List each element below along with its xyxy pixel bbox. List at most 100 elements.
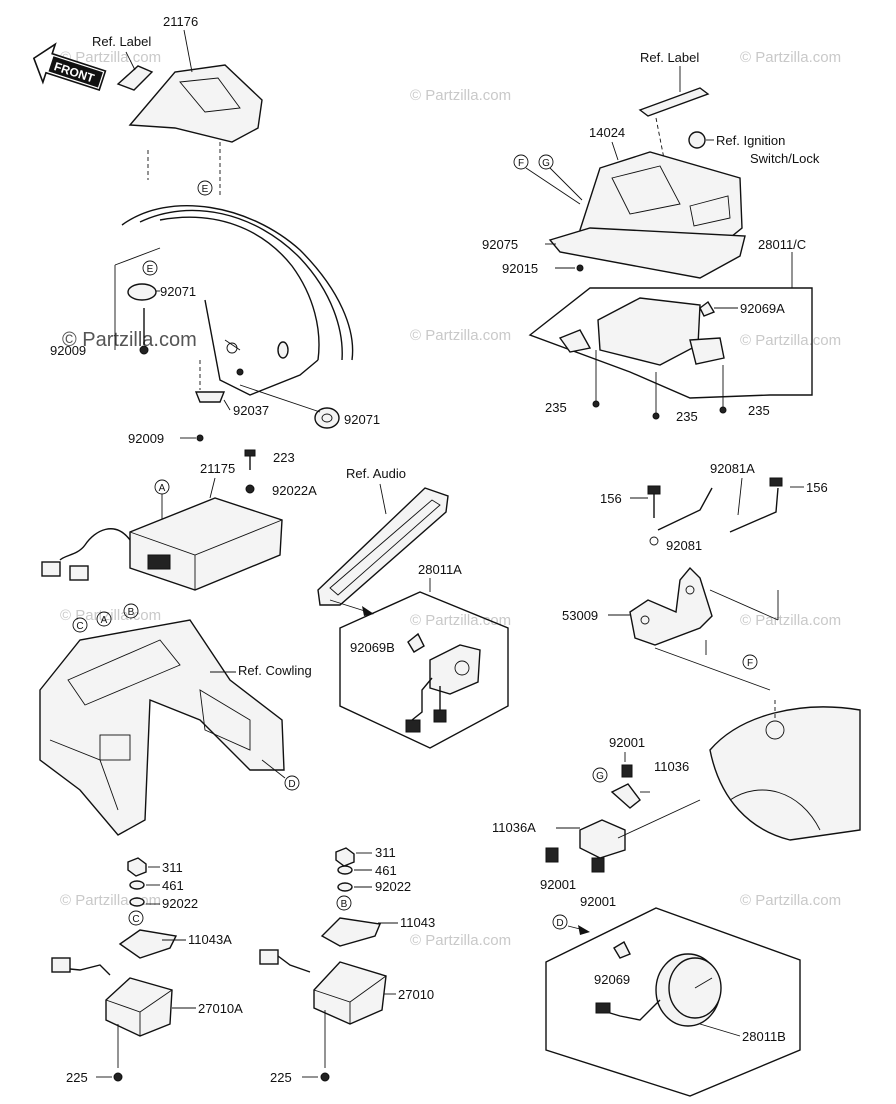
part-28011c: 28011/C [758,237,806,252]
watermark-text: © Partzilla.com [60,892,161,909]
gauge-frame [545,907,801,1097]
screw-head [652,412,660,420]
top-cover-part [128,64,263,143]
guide-line [654,647,771,691]
bracket-11036a [579,819,626,859]
connector-part [595,1002,611,1014]
washer-part [337,865,353,875]
leader-line [209,477,216,499]
relay-a-group: 311 461 92022 C 11043A 27010A 225 [51,857,243,1085]
screw-head [719,406,727,414]
callout-g-label: G [596,771,604,782]
watermark-brand: © Partzilla.com [62,329,197,351]
arrow-head-icon [362,606,374,616]
nut-part [576,264,584,272]
part-92022-b: 92022 [162,896,198,911]
bulb-part [699,300,716,317]
part-92001-a: 92001 [609,735,645,750]
part-92071: 92071 [160,284,196,299]
screw-head [139,345,149,355]
part-235-c: 235 [748,403,770,418]
cover-meter-group: Ref. Label Ref. Ignition Switch/Lock 140… [482,50,820,424]
grommet-part [314,407,340,429]
washer-part [337,882,353,892]
leader-line [525,167,581,205]
connector-part [259,949,279,965]
watermark-text: © Partzilla.com [740,612,841,629]
leader-line [114,247,161,266]
audio-group: Ref. Audio 28011A 92069B [317,466,509,749]
leader-line [239,384,321,413]
front-arrow-icon: FRONT [32,42,107,92]
watermark-text: © Partzilla.com [410,612,511,629]
relay-group: 311 461 92022 B 11043 27010 225 [259,845,435,1085]
control-unit-group: 21175 223 92022A A C A B Ref. Co [39,449,317,836]
callout-d-label: D [288,779,295,790]
ref-ignition-line1: Ref. Ignition [716,133,785,148]
part-92075: 92075 [482,237,518,252]
bracket-11043a [118,929,178,959]
meter-body [597,297,701,366]
tank-edge [729,789,821,831]
part-156-b: 156 [806,480,828,495]
callout-b-label: B [341,899,348,910]
fender-group: Ref. Label 21176 E E 92071 92009 [50,14,380,446]
gauge-needle [694,977,713,989]
bulb-part [407,632,425,653]
callout-g [592,767,608,783]
part-28011a: 28011A [418,562,462,577]
connector-part [69,565,89,581]
bracket-part [629,566,713,646]
part-92015: 92015 [502,261,538,276]
connector-part [41,561,61,577]
audio-edge [329,499,441,596]
callout-d [552,914,568,930]
leader-line [125,51,136,71]
watermark-text: © Partzilla.com [740,49,841,66]
watermark-text: © Partzilla.com [740,332,841,349]
meter-bracket [689,337,725,365]
part-21176: 21176 [163,14,198,29]
leader-line [737,477,743,516]
top-cover-recess [179,77,241,113]
bracket-hole [685,585,695,595]
ref-label-part [116,65,154,91]
connector-part [433,709,447,723]
screw-head [244,449,256,457]
harness-wire [59,528,131,561]
part-225-a: 225 [66,1070,88,1085]
guide-line [709,589,779,621]
screw-head [196,434,204,442]
fender-grommet [277,341,289,359]
callout-g [538,154,554,170]
part-27010: 27010 [398,987,434,1002]
callout-e-label: E [147,264,154,275]
grommet-part [127,283,157,301]
ref-audio: Ref. Audio [346,466,406,481]
callout-e [142,260,158,276]
callout-b [123,603,139,619]
audio-unit-frame [339,591,509,749]
ignition-switch-part [688,131,706,149]
part-235-a: 235 [545,400,567,415]
callout-a [96,611,112,627]
callout-f-label: F [518,158,524,169]
part-14024: 14024 [589,125,625,140]
nut-part [335,847,355,867]
arrow-line [329,599,369,613]
audio-knob [454,660,470,676]
watermark-text: © Partzilla.com [740,892,841,909]
fender-inner [159,216,320,361]
screw-head [647,485,661,495]
callout-d [284,775,300,791]
part-27010a: 27010A [198,1001,243,1016]
bolt-part [591,857,605,873]
screw-head [769,477,783,487]
nut-part [127,857,147,877]
leader-line [379,483,387,515]
meter-frame [528,287,813,399]
part-92009-b: 92009 [128,431,164,446]
arrow-head-icon [578,925,590,935]
